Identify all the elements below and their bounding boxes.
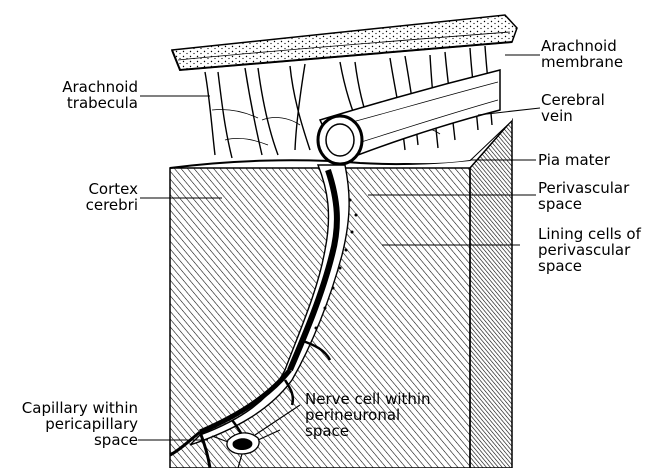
label-arachnoid-trabecula: Arachnoid trabecula — [56, 79, 138, 111]
label-cortex-cerebri: Cortex cerebri — [70, 181, 138, 213]
label-capillary-pericapillary-space: Capillary within pericapillary space — [4, 400, 138, 448]
label-arachnoid-membrane: Arachnoid membrane — [541, 38, 651, 70]
label-lining-cells: Lining cells of perivascular space — [538, 226, 656, 274]
label-perivascular-space: Perivascular space — [538, 180, 656, 212]
label-nerve-cell: Nerve cell within perineuronal space — [305, 391, 455, 439]
label-cerebral-vein: Cerebral vein — [541, 92, 651, 124]
label-pia-mater: Pia mater — [538, 152, 653, 168]
